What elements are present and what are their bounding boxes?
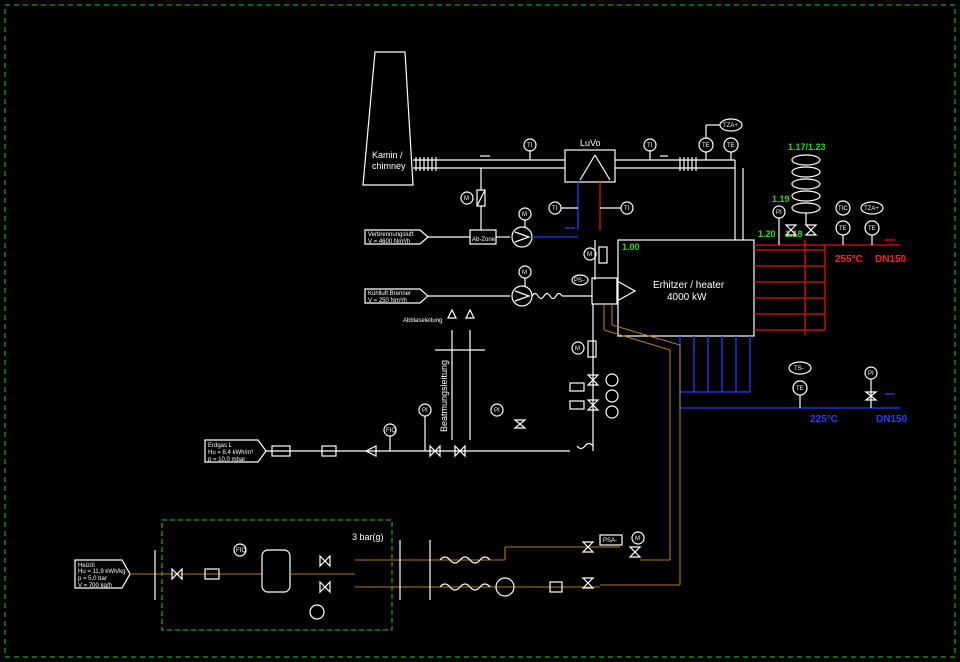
air1-flow: V = 4600 Nm³/h <box>368 239 410 245</box>
cooling-air-line: Kühlluft Brenner V = 250 Nm³/h M PS- <box>364 265 592 307</box>
oil-label: Heizöl <box>78 563 95 569</box>
return-temperature: 225°C <box>810 414 838 425</box>
hot-outlet-manifold: 255°C DN150 <box>754 239 907 335</box>
ti-instrument-3: TI <box>548 201 578 215</box>
heater-label: Erhitzer / heater <box>653 280 725 291</box>
air1-label: Verbrennungsluft <box>368 232 414 238</box>
ventilation-label: Beatmungsleitung <box>439 360 449 432</box>
svg-text:M: M <box>635 536 640 542</box>
damper-motor-1: M <box>460 168 486 230</box>
svg-text:Ab-Zone: Ab-Zone <box>472 237 496 243</box>
outlet-dn: DN150 <box>875 254 907 265</box>
svg-text:PI: PI <box>776 210 782 216</box>
svg-text:TI: TI <box>552 206 558 212</box>
svg-text:TI: TI <box>527 143 533 149</box>
oil-flow: V = 700 kg/h <box>78 583 112 589</box>
gas-pressure: p = 10,0 mbar <box>208 457 245 463</box>
svg-text:TIC: TIC <box>838 206 848 212</box>
svg-text:FIQ: FIQ <box>386 428 396 434</box>
svg-text:FIQ: FIQ <box>236 548 246 554</box>
setpoint-117: 1.17/1.23 <box>788 142 826 152</box>
chimney-label: Kamin / <box>372 150 403 160</box>
oil-pressure: p = 5,0 bar <box>78 576 107 582</box>
svg-text:TE: TE <box>868 226 876 232</box>
oil-hu: Hu = 11,9 kWh/kg <box>78 569 125 575</box>
flue-gas-pipe <box>413 150 744 240</box>
ti-instrument-2: TI <box>643 138 657 152</box>
svg-text:TE: TE <box>727 143 735 149</box>
svg-text:PS-: PS- <box>574 278 584 284</box>
gas-label: Erdgas L <box>208 443 233 449</box>
svg-text:TE: TE <box>796 386 804 392</box>
svg-text:PI: PI <box>494 408 500 414</box>
svg-text:TE: TE <box>702 143 710 149</box>
gas-supply-line: Erdgas L Hu = 8,4 kWh/m³ p = 10,0 mbar F… <box>204 403 594 463</box>
cold-return-manifold: 225°C DN150 <box>679 336 908 425</box>
svg-text:TZA+: TZA+ <box>723 123 738 129</box>
oil-lines <box>355 304 681 588</box>
te-tza-group: TZA+ TE TE <box>698 118 743 160</box>
setpoint-118: 1.18 <box>785 229 803 239</box>
ti-instrument-1: TI <box>523 138 537 152</box>
svg-text:M: M <box>464 196 469 202</box>
setpoint-119: 1.19 <box>772 194 790 204</box>
oil-skid: Heizöl Hu = 11,9 kWh/kg p = 5,0 bar V = … <box>74 519 431 631</box>
svg-text:TE: TE <box>839 226 847 232</box>
svg-text:TI: TI <box>647 143 653 149</box>
combustion-air-line: Verbrennungsluft V = 4600 Nm³/h Ab-Zone … <box>364 207 608 280</box>
svg-text:M: M <box>522 270 527 276</box>
chimney: Kamin / chimney <box>362 51 414 186</box>
outlet-temperature: 255°C <box>835 254 863 265</box>
chimney-label-2: chimney <box>372 161 406 171</box>
setpoint-100: 1.00 <box>622 242 640 252</box>
air2-flow: V = 250 Nm³/h <box>368 298 407 304</box>
ti-instrument-4: TI <box>600 201 634 215</box>
gas-hu: Hu = 8,4 kWh/m³ <box>208 450 253 456</box>
pressure-switch-group: M <box>569 304 619 451</box>
svg-text:TI: TI <box>624 206 630 212</box>
air-preheater-luvo: LuVo <box>564 138 616 230</box>
svg-text:PI: PI <box>868 371 874 377</box>
svg-text:PI: PI <box>422 408 428 414</box>
luvo-label: LuVo <box>580 138 601 148</box>
pressure-label: 3 bar(g) <box>352 532 384 542</box>
burner <box>591 277 637 305</box>
svg-text:M: M <box>587 252 592 258</box>
ts-te-group: TS- TE PI <box>788 361 878 408</box>
svg-text:PSA-: PSA- <box>603 538 617 544</box>
svg-text:M: M <box>522 212 527 218</box>
heater-power: 4000 kW <box>667 292 707 303</box>
heater-erhitzer: Erhitzer / heater 4000 kW 1.00 <box>617 239 755 337</box>
ventilation-line: Beatmungsleitung Abblaseleitung <box>403 308 485 440</box>
return-dn: DN150 <box>876 414 908 425</box>
svg-text:TS-: TS- <box>794 366 804 372</box>
oil-control-group: PSA- M <box>439 531 645 597</box>
setpoint-120: 1.20 <box>758 229 776 239</box>
safety-valve-cluster: 1.17/1.23 1.19 PI 1.20 1.18 <box>758 142 826 245</box>
svg-text:Abblaseleitung: Abblaseleitung <box>403 318 442 324</box>
svg-text:TZA+: TZA+ <box>864 206 879 212</box>
tic-tza-group: TIC TZA+ TE TE <box>835 200 884 245</box>
air2-label: Kühlluft Brenner <box>368 291 411 297</box>
svg-text:M: M <box>575 346 580 352</box>
